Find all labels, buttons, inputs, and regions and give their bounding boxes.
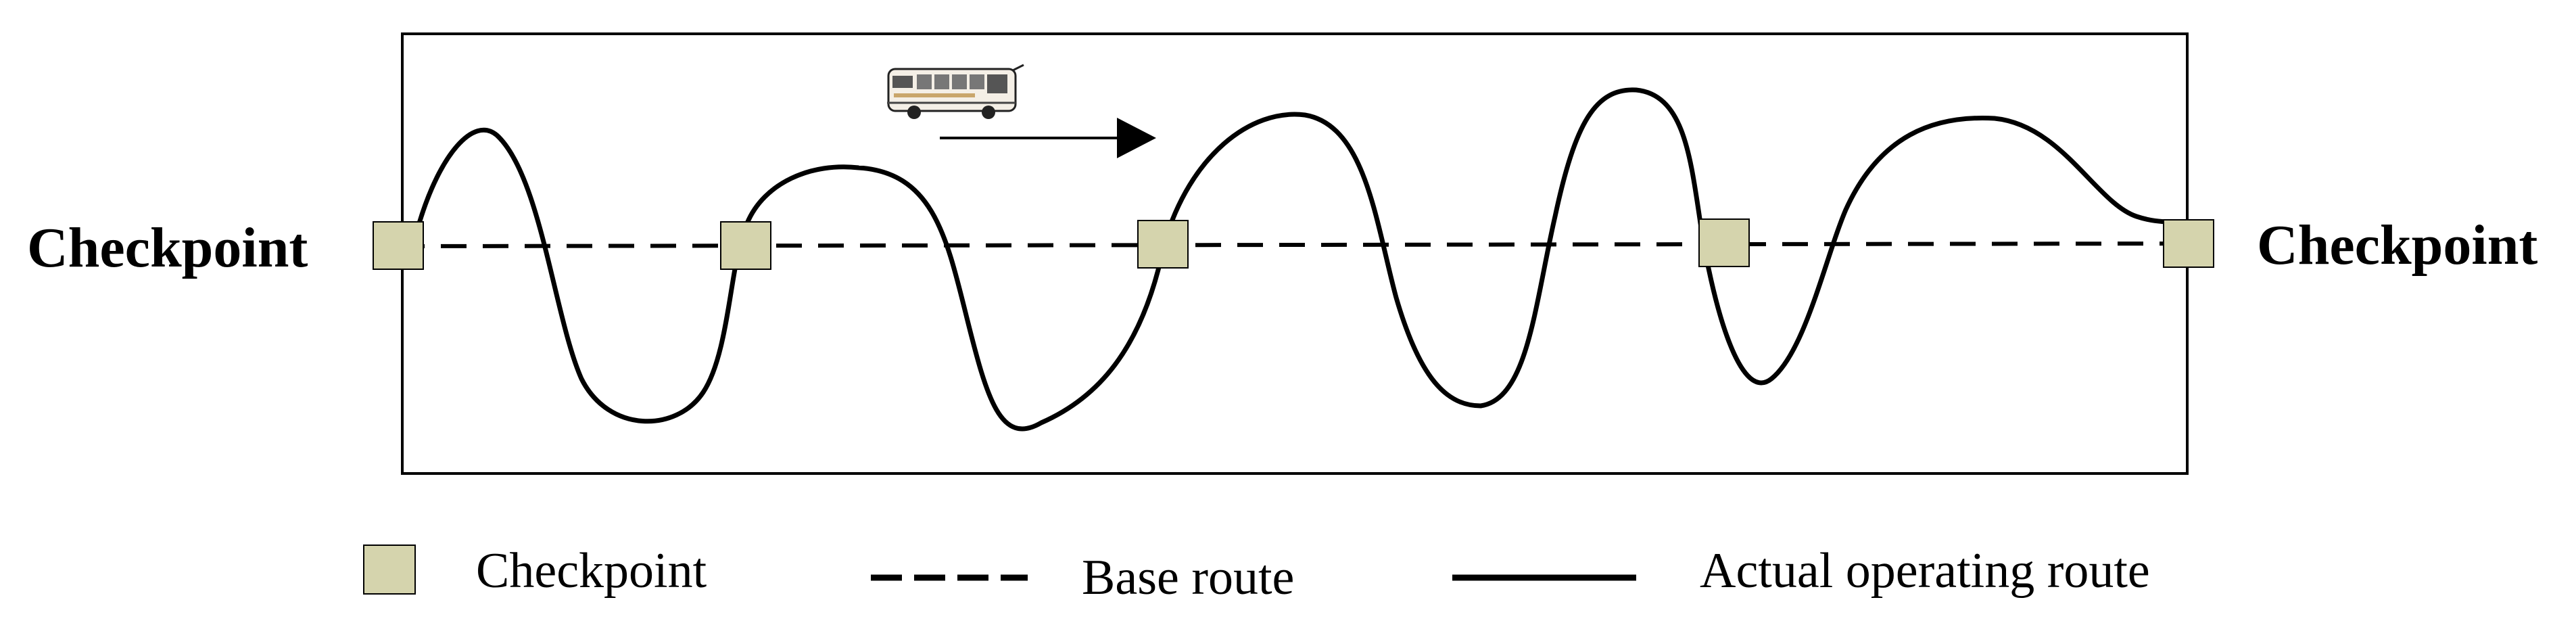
checkpoint-marker-3 — [1137, 220, 1189, 269]
checkpoint-marker-5 — [2163, 219, 2214, 268]
legend-checkpoint-swatch — [363, 545, 416, 595]
legend-checkpoint-label: Checkpoint — [476, 543, 707, 599]
legend: Checkpoint Base route Actual operating r… — [363, 543, 2150, 605]
arrow-right-icon — [940, 118, 1156, 158]
legend-base-route-label: Base route — [1082, 550, 1294, 605]
base-route-line — [398, 241, 2191, 248]
checkpoint-marker-1 — [373, 221, 424, 270]
bus-icon — [887, 64, 1024, 119]
legend-actual-route-label: Actual operating route — [1700, 543, 2150, 599]
checkpoint-marker-4 — [1698, 218, 1750, 267]
left-checkpoint-label: Checkpoint — [27, 216, 308, 279]
right-checkpoint-label: Checkpoint — [2257, 214, 2537, 277]
actual-route-line — [416, 87, 2188, 432]
checkpoint-marker-2 — [720, 221, 771, 270]
route-frame — [401, 32, 2189, 475]
